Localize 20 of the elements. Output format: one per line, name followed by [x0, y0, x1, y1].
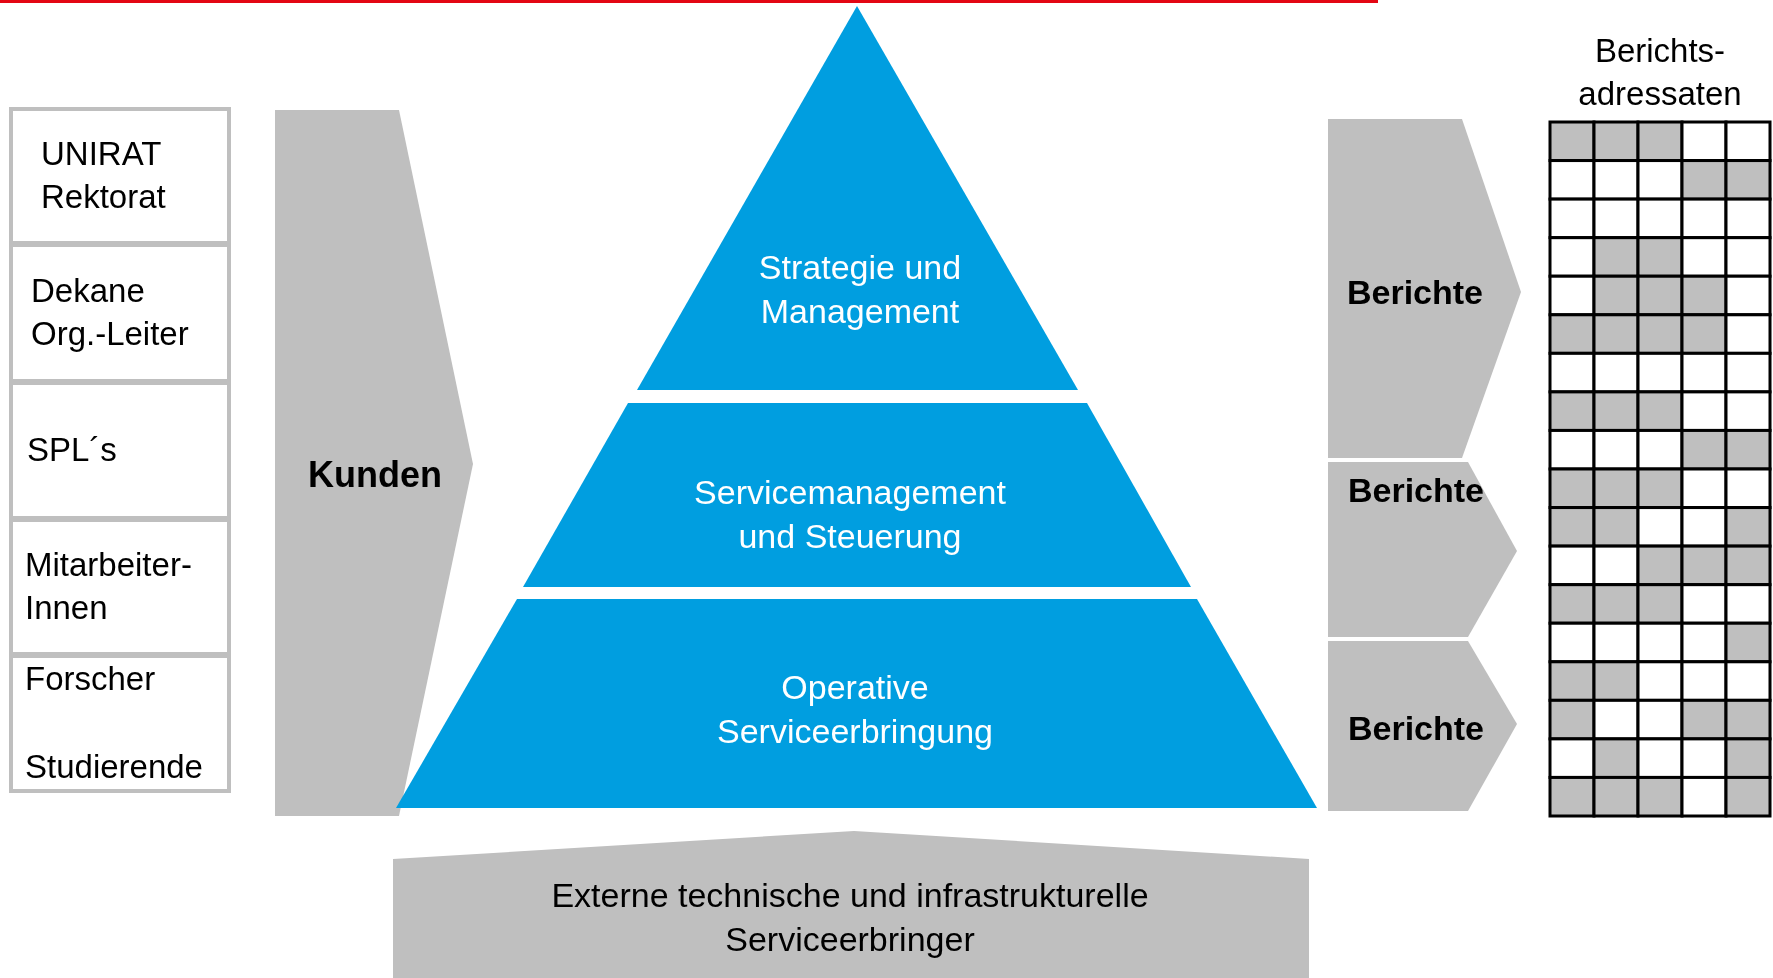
banner-label: Externe technische und infrastrukturelle Serviceerbringer	[550, 875, 1150, 960]
band-label: Berichte	[1346, 272, 1484, 314]
tier-label: Operative Serviceerbringung	[716, 667, 994, 752]
audience-label: Dekane Org.-Leiter	[31, 271, 190, 354]
audience-box	[9, 654, 231, 793]
column-heading: Berichts- adressaten	[1577, 31, 1743, 114]
audience-box	[9, 243, 231, 383]
audience-label: Forscher	[25, 659, 157, 699]
band-label: Berichte	[1347, 470, 1485, 512]
band-label: Berichte	[1347, 708, 1485, 750]
audience-box	[9, 518, 231, 656]
audience-box	[9, 381, 231, 520]
audience-label: SPL´s	[27, 430, 118, 471]
audience-box	[9, 107, 231, 245]
audience-label: UNIRAT Rektorat	[41, 134, 167, 217]
band-label: Kunden	[308, 452, 442, 497]
audience-label: Studierende	[25, 747, 204, 788]
tier-label: Strategie und Management	[757, 247, 963, 332]
tier-label: Servicemanagement und Steuerung	[693, 472, 1007, 557]
audience-label: Mitarbeiter- Innen	[25, 545, 193, 628]
